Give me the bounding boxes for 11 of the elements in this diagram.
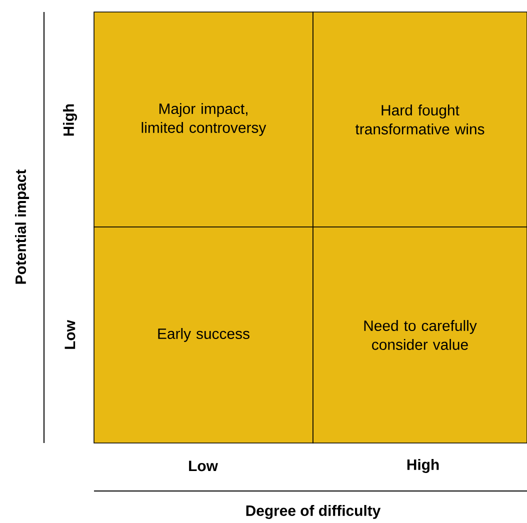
node-label: Hard fought transformative wins	[355, 104, 484, 134]
axis-label: Low	[189, 460, 218, 472]
quadrant-box: Major impact, limited controversy	[94, 12, 314, 228]
axis-label: Low	[64, 320, 76, 349]
axis-label: Degree of difficulty	[246, 505, 381, 519]
quadrant-box: Need to carefully consider value	[312, 226, 527, 444]
quadrant-box: Hard fought transformative wins	[312, 12, 527, 228]
axis-label: High	[63, 104, 77, 136]
axis-label: Potential impact	[15, 169, 29, 284]
axis-label: High	[407, 459, 439, 473]
quadrant-box: Early success	[94, 226, 314, 444]
